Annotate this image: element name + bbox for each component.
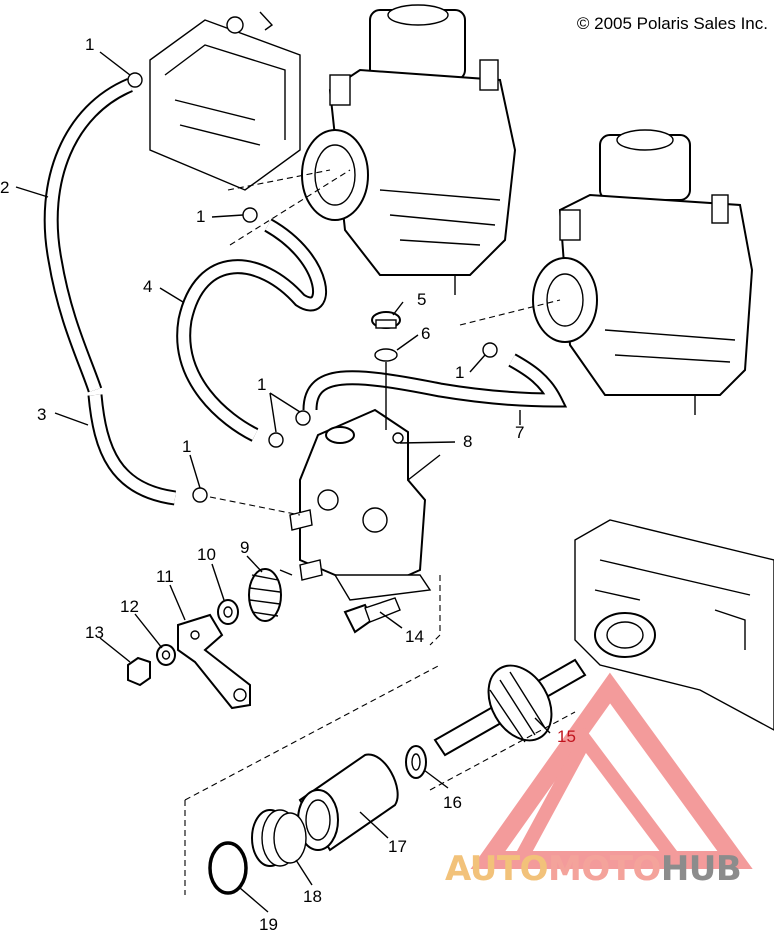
lever-11-drawing [177,613,251,710]
spring-9-drawing [248,568,293,622]
callout-4: 4 [143,277,152,296]
svg-text:AUTOMOTOHUB: AUTOMOTOHUB [445,849,741,889]
crankcase-drawing [574,519,774,731]
seal-16-drawing [405,745,427,779]
callout-8: 8 [463,432,472,451]
bolt-14-drawing [343,597,401,634]
watermark-logo-icon [470,672,753,869]
callout-6: 6 [421,324,430,343]
clamp-drawing [127,72,498,503]
callout-16: 16 [443,793,462,812]
callout-19: 19 [259,915,278,932]
callout-1-lower: 1 [182,437,191,456]
carburetor-right-drawing [459,129,754,415]
callout-1-middle: 1 [257,375,266,394]
sleeve-17-drawing [297,753,399,852]
callout-1-right: 1 [455,363,464,382]
washer-12-drawing [156,644,176,666]
callout-12: 12 [120,597,139,616]
callout-18: 18 [303,887,322,906]
callout-labels: 1 2 3 4 1 5 6 1 1 8 7 1 9 10 11 12 13 14… [0,35,576,934]
callout-3: 3 [37,405,46,424]
hose-7-drawing [302,353,568,411]
callout-1-top-left: 1 [85,35,94,54]
oil-pump-drawing [289,408,441,601]
hose-3-drawing [87,394,177,506]
callout-13: 13 [85,623,104,642]
callout-1-upper: 1 [196,207,205,226]
hose-2-drawing [43,78,134,393]
watermark-hub: HUB [661,849,741,889]
carburetor-upper-drawing [227,4,517,295]
washer-10-drawing [217,599,239,625]
copyright-notice: © 2005 Polaris Sales Inc. [576,14,768,33]
callout-17: 17 [388,837,407,856]
nut-13-drawing [127,656,151,687]
hose-4-drawing [176,218,327,442]
callout-5: 5 [417,290,426,309]
callout-9: 9 [240,538,249,557]
watermark-text: AUTOMOTOHUB [445,849,742,889]
callout-14: 14 [405,627,424,646]
callout-7: 7 [515,423,524,442]
callout-11: 11 [156,567,174,586]
washer-6-drawing [374,348,398,430]
o-ring-19-drawing [208,841,248,895]
watermark-moto: MOTO [548,849,661,889]
spring-18-drawing [251,809,307,867]
cylinder-head-drawing [149,11,301,191]
watermark-auto: AUTO [445,849,548,889]
leader-lines [15,51,551,913]
drive-shaft-15-drawing [433,658,587,757]
callout-15: 15 [557,727,576,746]
bolt-5-drawing [371,311,401,329]
callout-10: 10 [197,545,216,564]
assembly-lines [184,169,576,895]
callout-2: 2 [0,178,9,197]
